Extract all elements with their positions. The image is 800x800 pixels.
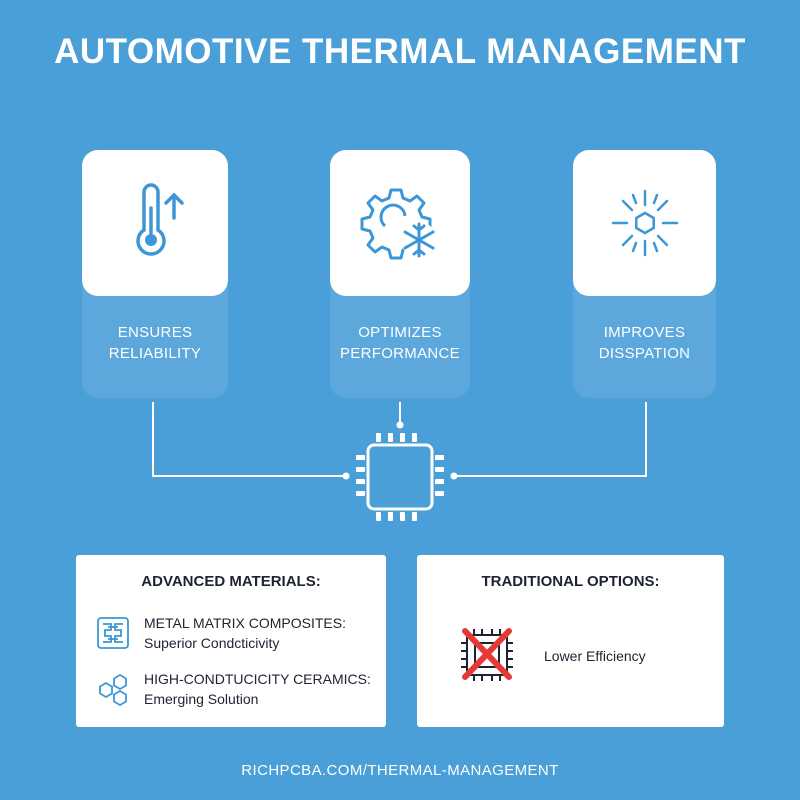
advanced-materials-title: ADVANCED MATERIALS: (141, 573, 321, 590)
material-item-composites: METAL MATRIX COMPOSITES: Superior Condct… (96, 613, 346, 653)
card-label-line2: PERFORMANCE (340, 345, 460, 362)
card-label-line2: RELIABILITY (108, 345, 202, 362)
advanced-materials-panel: ADVANCED MATERIALS: METAL MATRIX COMPOSI… (76, 555, 386, 727)
material-desc: Superior Condcticivity (144, 635, 280, 651)
composite-grid-icon (97, 617, 129, 649)
card-performance: OPTIMIZES PERFORMANCE (330, 150, 470, 398)
thermometer-up-icon (136, 183, 184, 256)
heat-dissipation-icon (611, 189, 678, 257)
card-dissipation: IMPROVES DISSPATION (573, 150, 716, 398)
card-label-line2: DISSPATION (598, 345, 691, 362)
wire-left (152, 402, 346, 477)
material-item-ceramics: HIGH-CONDTUCICITY CERAMICS: Emerging Sol… (96, 669, 371, 709)
card-label-line1: OPTIMIZES (358, 324, 442, 341)
page-title: AUTOMOTIVE THERMAL MANAGEMENT (54, 32, 746, 71)
traditional-desc: Lower Efficiency (544, 648, 646, 664)
traditional-options-panel: TRADITIONAL OPTIONS: Lower Efficiency (417, 555, 724, 727)
hexagon-cells-icon (99, 673, 127, 706)
footer-url[interactable]: RICHPCBA.COM/THERMAL-MANAGEMENT (241, 762, 559, 779)
card-label-line1: ENSURES (117, 324, 193, 341)
central-chip-icon (342, 421, 458, 521)
material-desc: Emerging Solution (144, 691, 259, 707)
material-name: METAL MATRIX COMPOSITES: (144, 615, 346, 631)
gear-snowflake-icon (360, 188, 437, 260)
wire-right (454, 402, 647, 477)
traditional-options-title: TRADITIONAL OPTIONS: (481, 573, 660, 590)
crossed-chip-icon (461, 628, 513, 681)
material-name: HIGH-CONDTUCICITY CERAMICS: (144, 671, 371, 687)
card-reliability: ENSURES RELIABILITY (82, 150, 228, 398)
card-label-line1: IMPROVES (603, 324, 686, 341)
